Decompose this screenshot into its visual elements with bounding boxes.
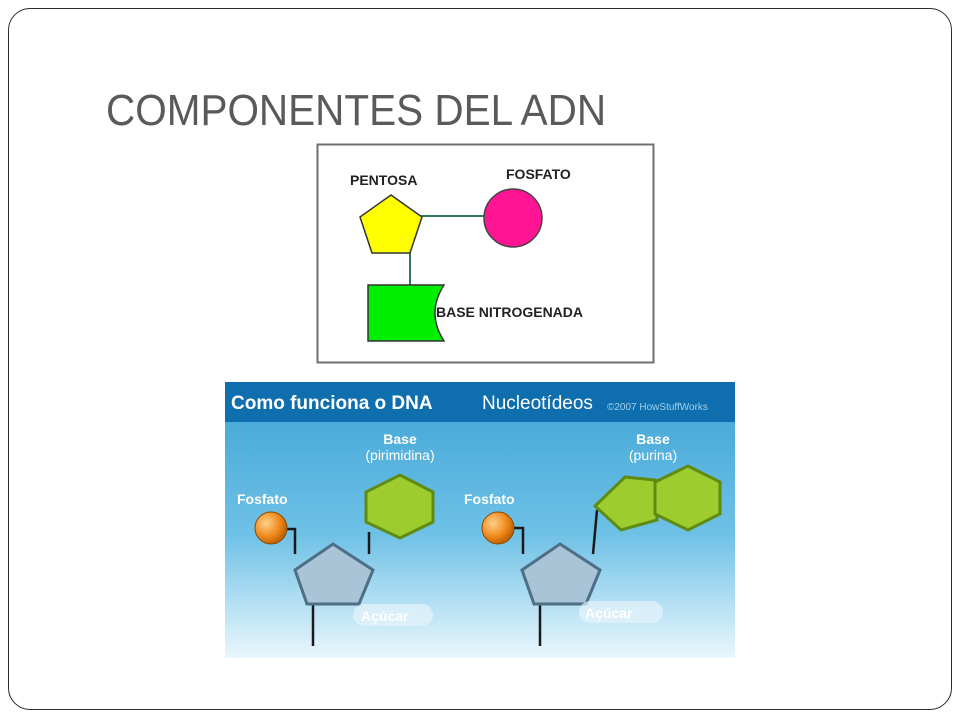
illustration-header: [225, 382, 735, 422]
purine-nucleotide: Fosfato Base (purina) Açúcar: [464, 431, 722, 646]
sugar-pentagon: [520, 542, 602, 606]
phosphate-label: Fosfato: [237, 491, 288, 507]
pentose-label: PENTOSA: [350, 172, 417, 188]
phosphate-circle: [483, 188, 543, 248]
slide-title: COMPONENTES DEL ADN: [106, 86, 607, 135]
base-type: (purina): [629, 447, 677, 463]
nucleotides-illustration: Como funciona o DNA Nucleotídeos ©2007 H…: [225, 382, 735, 658]
copyright-text: ©2007 HowStuffWorks: [607, 402, 708, 413]
nitrogenous-base-label: BASE NITROGENADA: [436, 304, 583, 320]
sugar-label: Açúcar: [361, 608, 409, 624]
nitrogenous-base-shape: [367, 284, 446, 342]
phosphate-sphere: [254, 511, 288, 545]
sugar-label-bg: [353, 604, 433, 626]
purine-hexagon-ring: [653, 464, 722, 532]
purine-pentagon-ring: [592, 475, 659, 532]
header-title: Como funciona o DNA: [231, 393, 433, 414]
header-subtitle: Nucleotídeos: [482, 393, 593, 414]
nucleotide-schematic: PENTOSA FOSFATO BASE NITROGENADA: [316, 143, 655, 364]
phosphate-sphere: [481, 511, 515, 545]
sugar-base-bond: [591, 509, 599, 555]
sugar-pentagon: [293, 542, 375, 606]
sugar-label: Açúcar: [585, 605, 633, 621]
phosphate-label: Fosfato: [464, 491, 515, 507]
pentose-pentagon: [359, 194, 423, 254]
sugar-label-bg: [579, 601, 663, 623]
phosphate-label: FOSFATO: [506, 166, 571, 182]
base-title: Base: [383, 431, 417, 447]
base-type: (pirimidina): [365, 447, 434, 463]
base-title: Base: [636, 431, 670, 447]
pyrimidine-hexagon: [364, 473, 435, 540]
pyrimidine-nucleotide: Fosfato Base (pirimidina) Açúcar: [237, 431, 435, 646]
